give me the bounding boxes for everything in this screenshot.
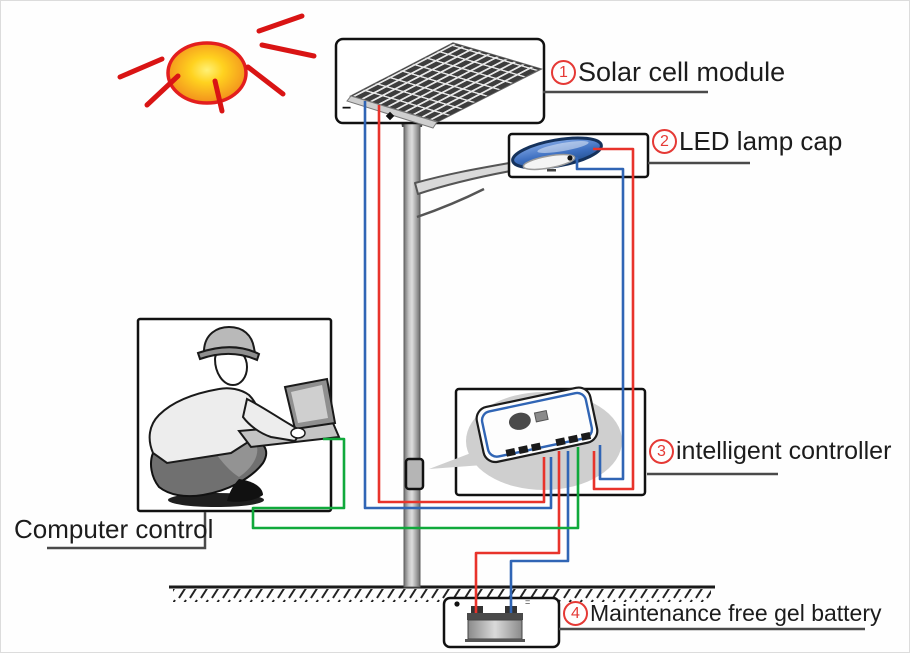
number-badge-3: 3 xyxy=(649,439,674,464)
wire-computer-data xyxy=(251,437,580,530)
label-led-text: LED lamp cap xyxy=(679,126,843,156)
label-led-lamp-cap: 2 LED lamp cap xyxy=(652,126,842,157)
number-badge-2: 2 xyxy=(652,129,677,154)
panel-terminal-dot xyxy=(385,111,395,121)
wire-led-negative xyxy=(575,157,625,481)
battery-terminal-dot xyxy=(454,601,460,607)
label-solar-cell-module: 1 Solar cell module xyxy=(551,57,785,88)
worker-figure xyxy=(148,325,341,507)
wiring xyxy=(251,101,635,613)
lamp-terminal-dot xyxy=(567,155,573,161)
label-leader-lines xyxy=(47,90,865,631)
battery-box xyxy=(442,596,561,649)
pole-arm xyxy=(414,161,517,219)
solar-panel-box xyxy=(334,37,546,129)
label-computer-control: Computer control xyxy=(14,514,213,545)
wire-battery-positive xyxy=(474,451,561,613)
label-intelligent-controller: 3 intelligent controller xyxy=(649,437,891,466)
pole-access-panel xyxy=(404,457,425,491)
lamp-pole xyxy=(398,104,426,588)
led-lamp-box xyxy=(507,132,650,179)
sun-rays xyxy=(117,13,317,114)
label-battery-text: Maintenance free gel battery xyxy=(590,600,882,626)
wire-solar-negative xyxy=(363,101,553,510)
label-solar-text: Solar cell module xyxy=(578,57,786,87)
wire-led-positive xyxy=(592,147,635,491)
number-badge-1: 1 xyxy=(551,60,576,85)
panel-minus-mark: − xyxy=(342,100,352,117)
leader-computer xyxy=(47,512,207,550)
wire-battery-negative xyxy=(509,451,570,613)
label-maintenance-free-gel-battery: 4 Maintenance free gel battery xyxy=(563,600,882,627)
label-computer-text: Computer control xyxy=(14,514,214,544)
controller-box xyxy=(429,386,647,497)
solar-panel xyxy=(346,42,544,129)
battery-terminal-mark: = xyxy=(525,597,532,607)
ground-line xyxy=(169,585,715,602)
number-badge-4: 4 xyxy=(563,601,588,626)
led-lamp xyxy=(511,136,603,172)
wire-solar-positive xyxy=(377,105,546,504)
label-controller-text: intelligent controller xyxy=(676,437,892,465)
controller-device xyxy=(475,386,599,464)
person-box xyxy=(136,317,341,513)
sun-icon xyxy=(117,13,317,114)
